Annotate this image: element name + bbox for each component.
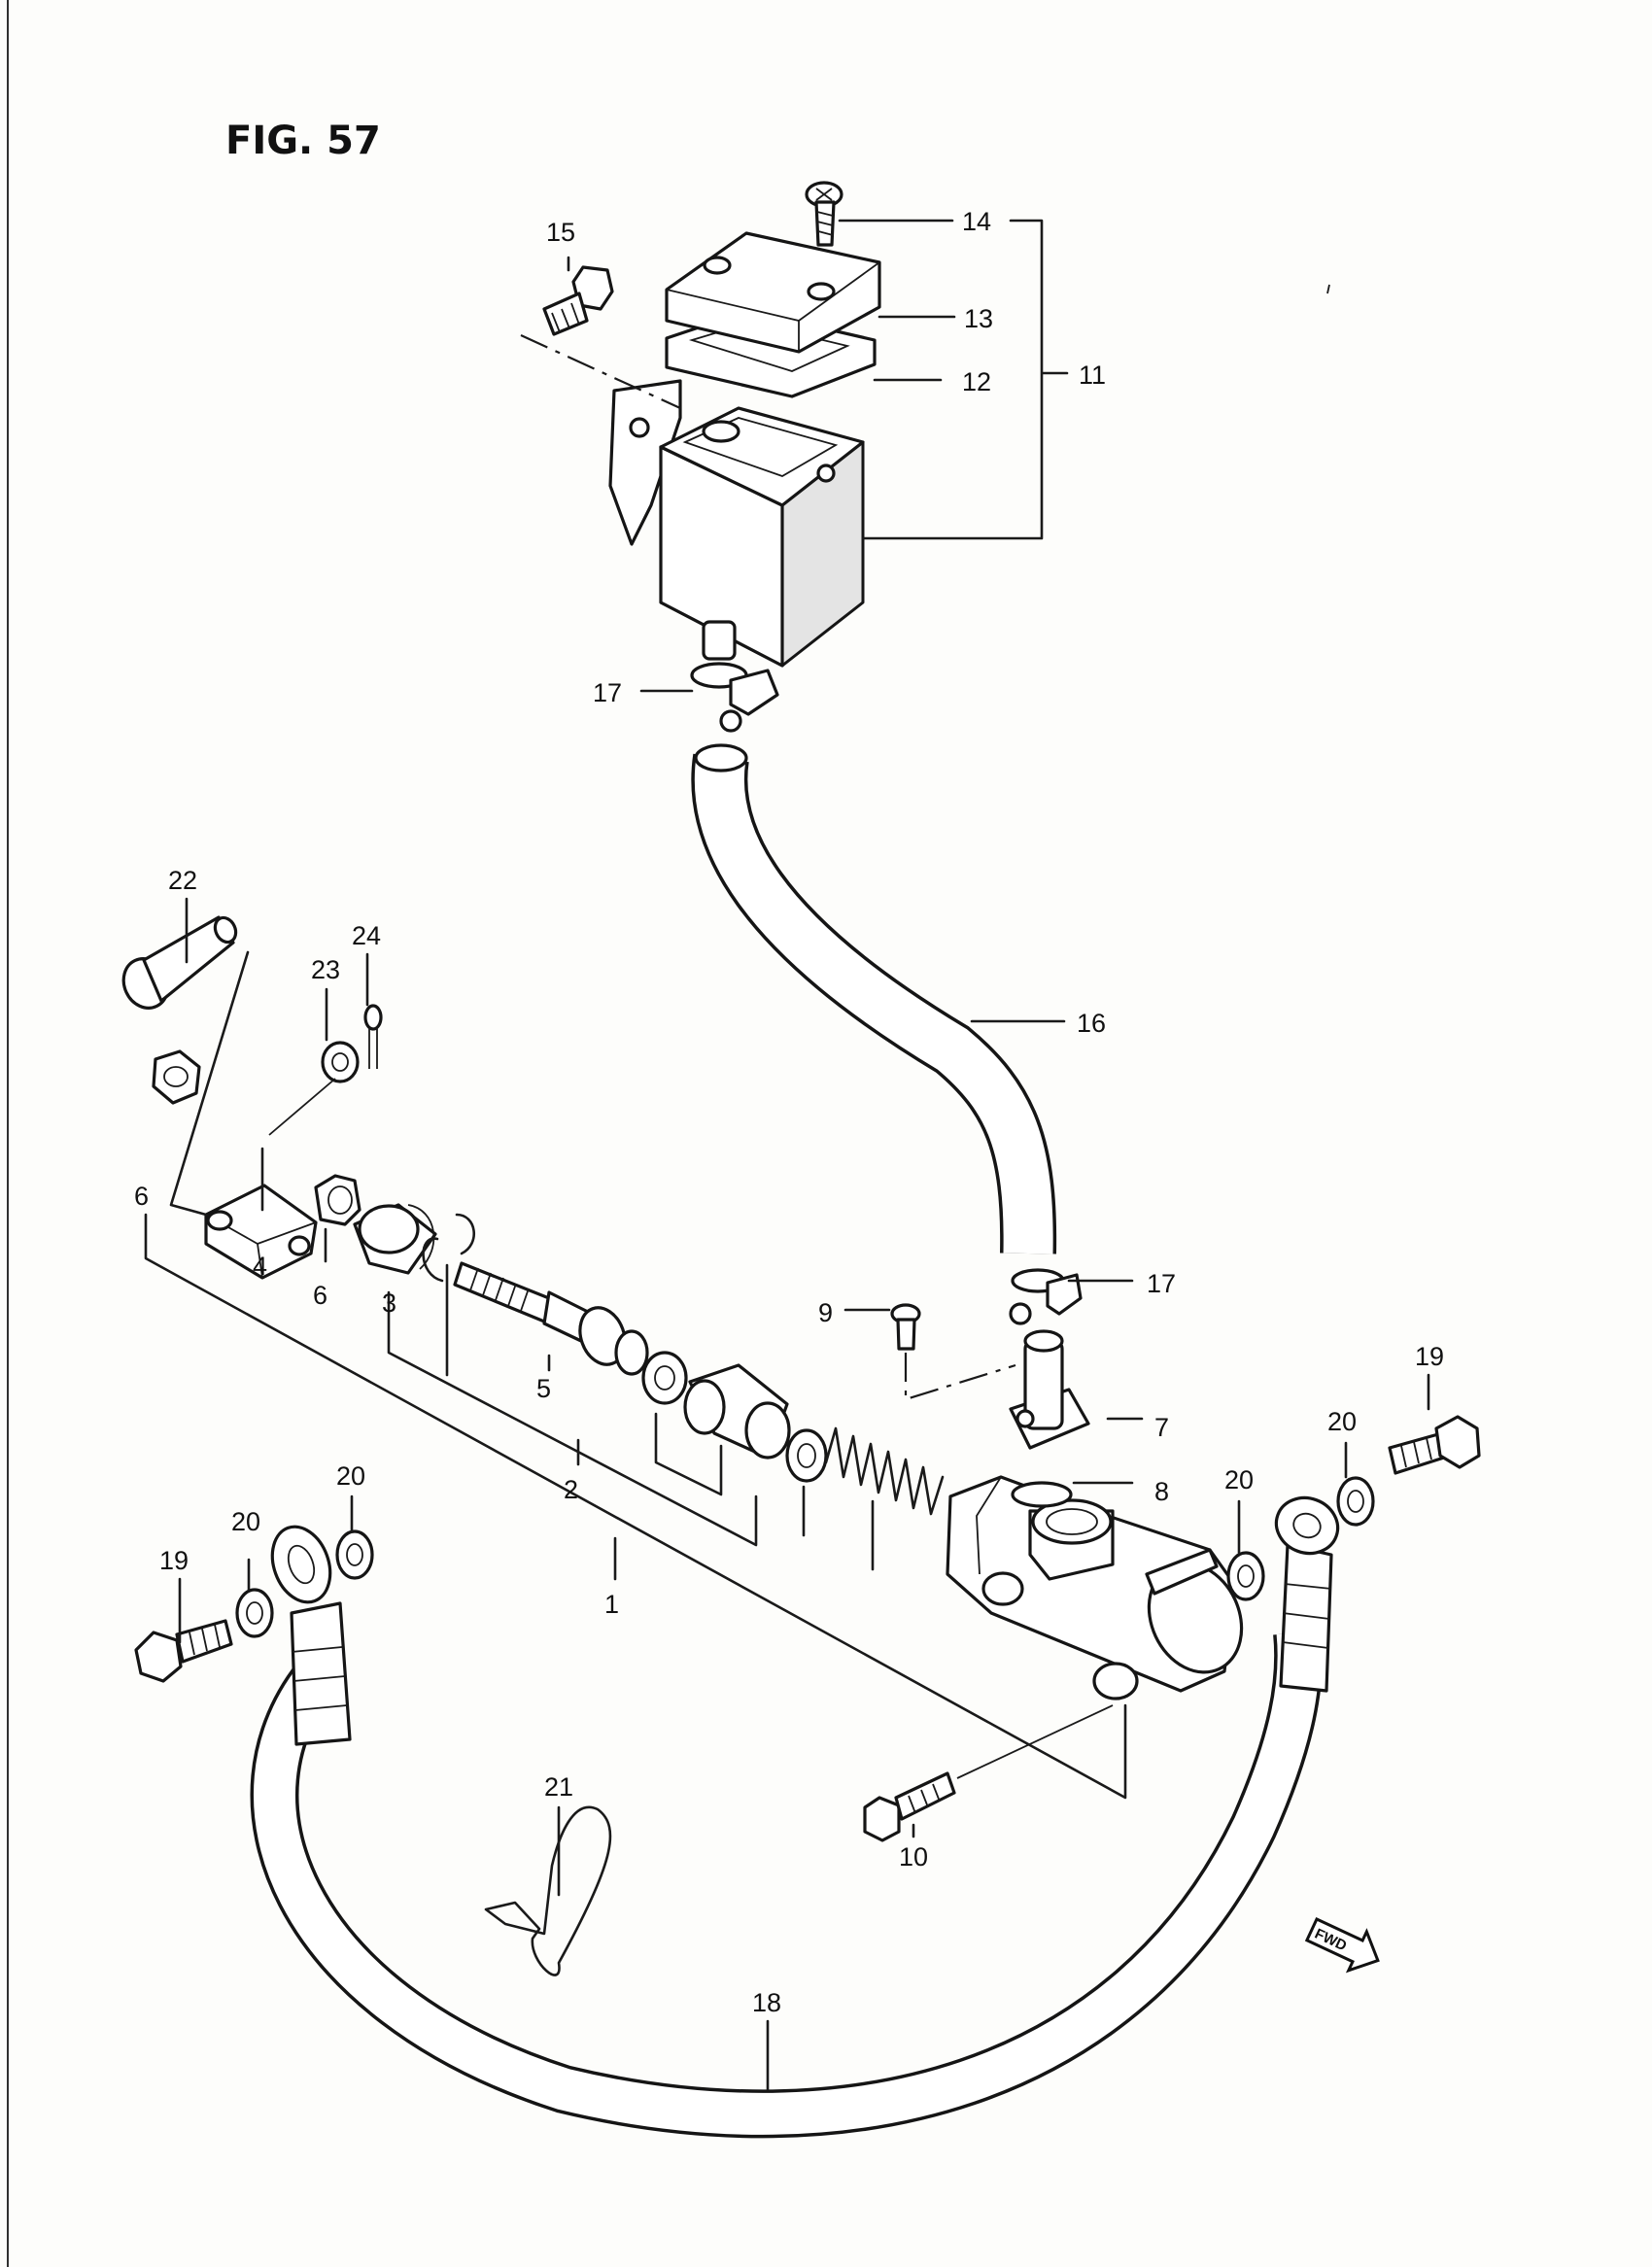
pin-washer bbox=[321, 1041, 360, 1083]
washer-left-b bbox=[335, 1529, 374, 1580]
cotter-pin bbox=[363, 1004, 383, 1069]
label-13: 13 bbox=[964, 304, 993, 333]
clevis-pin bbox=[121, 915, 238, 1010]
reservoir-bracket bbox=[608, 379, 682, 546]
label-10: 10 bbox=[899, 1842, 928, 1872]
label-18: 18 bbox=[752, 1988, 781, 2017]
hose-clip bbox=[484, 1805, 612, 1976]
label-23: 23 bbox=[311, 955, 340, 984]
pin-leader-bracket bbox=[169, 950, 250, 1217]
label-20-left-a: 20 bbox=[231, 1507, 260, 1536]
return-spring bbox=[824, 1426, 945, 1516]
bracket-hole bbox=[629, 417, 650, 438]
reservoir-assembly bbox=[608, 379, 865, 668]
master-cylinder-body bbox=[946, 1475, 1244, 1700]
hose-fitting bbox=[1009, 1329, 1090, 1450]
label-11: 11 bbox=[1079, 361, 1106, 390]
label-2: 2 bbox=[564, 1475, 578, 1504]
label-20-right-b: 20 bbox=[1327, 1407, 1357, 1436]
leader-lines bbox=[144, 219, 1430, 2091]
banjo-bolt-right bbox=[1388, 1415, 1481, 1475]
figure-title: FIG. 57 bbox=[225, 119, 381, 163]
label-19-left: 19 bbox=[159, 1546, 189, 1575]
push-rod bbox=[453, 1261, 649, 1376]
label-6-left: 6 bbox=[134, 1182, 149, 1211]
cap-screw-hole-a bbox=[703, 256, 732, 275]
banjo-bolt-left bbox=[134, 1619, 233, 1683]
label-20-right-a: 20 bbox=[1224, 1465, 1254, 1494]
washer-left-a bbox=[235, 1588, 274, 1638]
label-16: 16 bbox=[1077, 1009, 1106, 1038]
label-9: 9 bbox=[818, 1298, 833, 1327]
label-3: 3 bbox=[382, 1288, 396, 1318]
label-20-left-b: 20 bbox=[336, 1461, 365, 1491]
retaining-circlip bbox=[422, 1213, 476, 1283]
fitting-screw bbox=[890, 1303, 921, 1351]
reservoir-outlet bbox=[702, 620, 737, 661]
piston bbox=[683, 1363, 791, 1460]
label-5: 5 bbox=[536, 1374, 551, 1403]
label-8: 8 bbox=[1154, 1477, 1169, 1506]
label-7: 7 bbox=[1154, 1413, 1169, 1442]
reservoir-mount-bolt bbox=[542, 265, 614, 336]
label-22: 22 bbox=[168, 866, 197, 895]
part-number-labels: 1 2 3 4 5 6 6 7 8 9 10 11 12 13 14 15 16… bbox=[134, 207, 1444, 2017]
label-17-bottom: 17 bbox=[1147, 1269, 1176, 1298]
label-1: 1 bbox=[604, 1590, 619, 1619]
fwd-arrow-icon bbox=[1304, 1917, 1380, 1974]
forward-direction-badge: FWD bbox=[1304, 1917, 1380, 1974]
label-15: 15 bbox=[546, 218, 575, 247]
cap-screw bbox=[805, 181, 843, 247]
hose-clamp-bottom bbox=[1009, 1268, 1083, 1325]
hose-clamp-top bbox=[690, 662, 779, 733]
lock-nut-left bbox=[152, 1049, 201, 1105]
label-19-right: 19 bbox=[1415, 1342, 1444, 1371]
label-4: 4 bbox=[253, 1252, 267, 1281]
fitting-o-ring bbox=[1011, 1481, 1073, 1508]
mount-bolt bbox=[863, 1771, 956, 1842]
label-17-top: 17 bbox=[593, 678, 622, 707]
clevis-yoke bbox=[204, 1184, 318, 1280]
primary-cup bbox=[641, 1351, 688, 1405]
secondary-cup bbox=[785, 1428, 828, 1483]
hose-banjo-left bbox=[270, 1525, 352, 1746]
label-21: 21 bbox=[544, 1772, 573, 1802]
hose-banjo-right bbox=[1274, 1495, 1340, 1693]
screw-alignment-line bbox=[904, 1353, 1016, 1401]
label-12: 12 bbox=[962, 367, 991, 396]
cap-screw-hole-b bbox=[807, 282, 836, 301]
washer-right-b bbox=[1336, 1476, 1375, 1527]
lock-nut-middle bbox=[314, 1174, 361, 1226]
mount-ear-hole bbox=[981, 1571, 1024, 1606]
washer-right-a bbox=[1226, 1551, 1265, 1601]
label-6-middle: 6 bbox=[313, 1281, 327, 1310]
dust-boot bbox=[353, 1203, 437, 1275]
label-14: 14 bbox=[962, 207, 991, 236]
label-24: 24 bbox=[352, 921, 381, 950]
